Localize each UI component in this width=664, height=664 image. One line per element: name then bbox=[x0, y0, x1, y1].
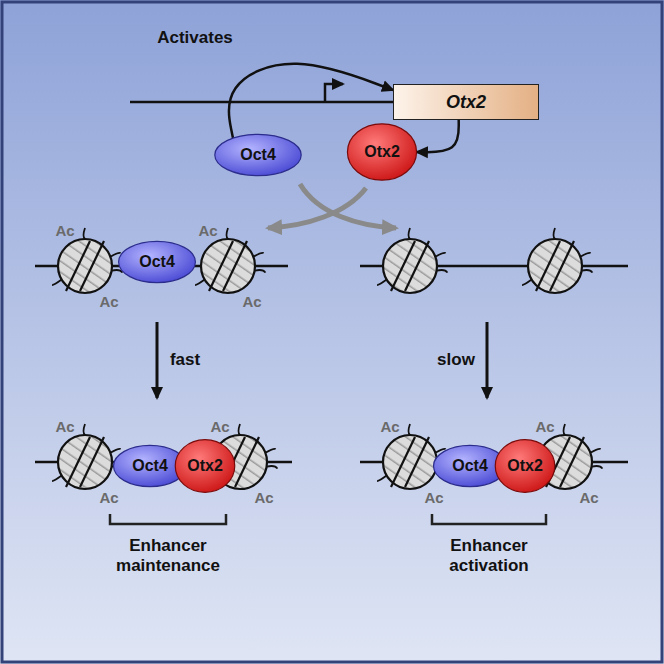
edge-label: Activates bbox=[157, 28, 233, 48]
histone-tail bbox=[592, 466, 603, 469]
promoter-arrow bbox=[325, 84, 343, 102]
oct4-protein: Oct4 bbox=[117, 240, 197, 284]
protein-name: Otx2 bbox=[364, 143, 400, 161]
dna-wrap bbox=[80, 437, 104, 487]
acetyl-mark: Ac bbox=[380, 418, 399, 436]
protein-name: Oct4 bbox=[452, 457, 488, 475]
histone-tail bbox=[84, 228, 86, 239]
protein-shape bbox=[495, 440, 555, 493]
protein-name: Oct4 bbox=[240, 146, 276, 164]
histone-core bbox=[201, 239, 255, 293]
acetyl-mark: Ac bbox=[99, 293, 118, 311]
histone-tail bbox=[253, 253, 263, 257]
protein-shape bbox=[119, 241, 196, 282]
histone-core bbox=[383, 239, 437, 293]
histone-tail bbox=[580, 253, 590, 257]
nucleosome bbox=[522, 228, 592, 293]
protein-shape bbox=[347, 124, 416, 180]
dna-wrap bbox=[223, 241, 247, 291]
acetyl-mark: Ac bbox=[99, 489, 118, 507]
acetyl-mark: Ac bbox=[198, 222, 217, 240]
protein-name: Oct4 bbox=[132, 457, 168, 475]
dna-wrap bbox=[80, 241, 104, 291]
dna-wrap bbox=[536, 241, 560, 291]
transition-arrow bbox=[486, 322, 489, 398]
acetyl-mark: Ac bbox=[424, 489, 443, 507]
protein-shape bbox=[215, 134, 301, 175]
histone-tail bbox=[110, 449, 120, 453]
histone-tail bbox=[110, 253, 120, 257]
histone-tail bbox=[255, 270, 266, 273]
protein-name: Otx2 bbox=[507, 457, 543, 475]
histone-tail bbox=[435, 253, 445, 257]
gene-box: Otx2 bbox=[393, 84, 539, 120]
transition-arrow bbox=[156, 322, 159, 398]
histone-tail bbox=[84, 424, 86, 435]
acetyl-mark: Ac bbox=[210, 418, 229, 436]
dna-wrap bbox=[391, 437, 415, 487]
acetyl-mark: Ac bbox=[535, 418, 554, 436]
enhancer-label: Enhancer activation bbox=[414, 536, 564, 577]
histone-tail bbox=[409, 228, 411, 239]
gene-dna-line bbox=[130, 101, 394, 104]
histone-core bbox=[383, 435, 437, 489]
histone-core bbox=[58, 239, 112, 293]
histone-tail bbox=[112, 270, 123, 273]
dna-wrap bbox=[550, 241, 574, 291]
protein-shape bbox=[175, 440, 235, 493]
gene-name: Otx2 bbox=[446, 92, 486, 113]
otx2-protein: Otx2 bbox=[174, 438, 236, 494]
rate-label: slow bbox=[437, 350, 475, 370]
histone-tail bbox=[52, 476, 62, 482]
bracket bbox=[110, 514, 226, 524]
dna-wrap bbox=[66, 241, 90, 291]
histone-tail bbox=[437, 270, 448, 273]
histone-tail bbox=[409, 424, 411, 435]
otx2-protein: Otx2 bbox=[494, 438, 556, 494]
histone-tail bbox=[377, 280, 387, 286]
acetyl-mark: Ac bbox=[579, 489, 598, 507]
histone-tail bbox=[522, 280, 532, 286]
acetyl-mark: Ac bbox=[254, 489, 273, 507]
protein-name: Oct4 bbox=[139, 253, 175, 271]
dna-wrap bbox=[391, 241, 415, 291]
protein-name: Otx2 bbox=[187, 457, 223, 475]
rate-label: fast bbox=[170, 350, 200, 370]
exchange-arrow bbox=[268, 188, 366, 228]
histone-tail bbox=[265, 449, 275, 453]
dna-wrap bbox=[560, 437, 584, 487]
dna-wrap bbox=[405, 437, 429, 487]
dna-wrap bbox=[235, 437, 259, 487]
activation-arrow bbox=[417, 120, 459, 152]
acetyl-mark: Ac bbox=[55, 222, 74, 240]
histone-tail bbox=[267, 466, 278, 469]
dna-wrap bbox=[209, 241, 233, 291]
enhancer-label: Enhancer maintenance bbox=[93, 536, 243, 577]
nucleosome bbox=[377, 228, 447, 293]
histone-tail bbox=[377, 476, 387, 482]
oct4-protein: Oct4 bbox=[213, 133, 303, 177]
histone-core bbox=[58, 435, 112, 489]
histone-tail bbox=[582, 270, 593, 273]
histone-tail bbox=[239, 424, 241, 435]
histone-tail bbox=[564, 424, 566, 435]
histone-core bbox=[528, 239, 582, 293]
otx2-protein: Otx2 bbox=[346, 122, 418, 182]
bracket bbox=[432, 514, 546, 524]
histone-tail bbox=[52, 280, 62, 286]
histone-tail bbox=[590, 449, 600, 453]
dna-wrap bbox=[405, 241, 429, 291]
histone-tail bbox=[227, 228, 229, 239]
acetyl-mark: Ac bbox=[55, 418, 74, 436]
acetyl-mark: Ac bbox=[242, 293, 261, 311]
histone-tail bbox=[195, 280, 205, 286]
dna-wrap bbox=[66, 437, 90, 487]
histone-tail bbox=[554, 228, 556, 239]
